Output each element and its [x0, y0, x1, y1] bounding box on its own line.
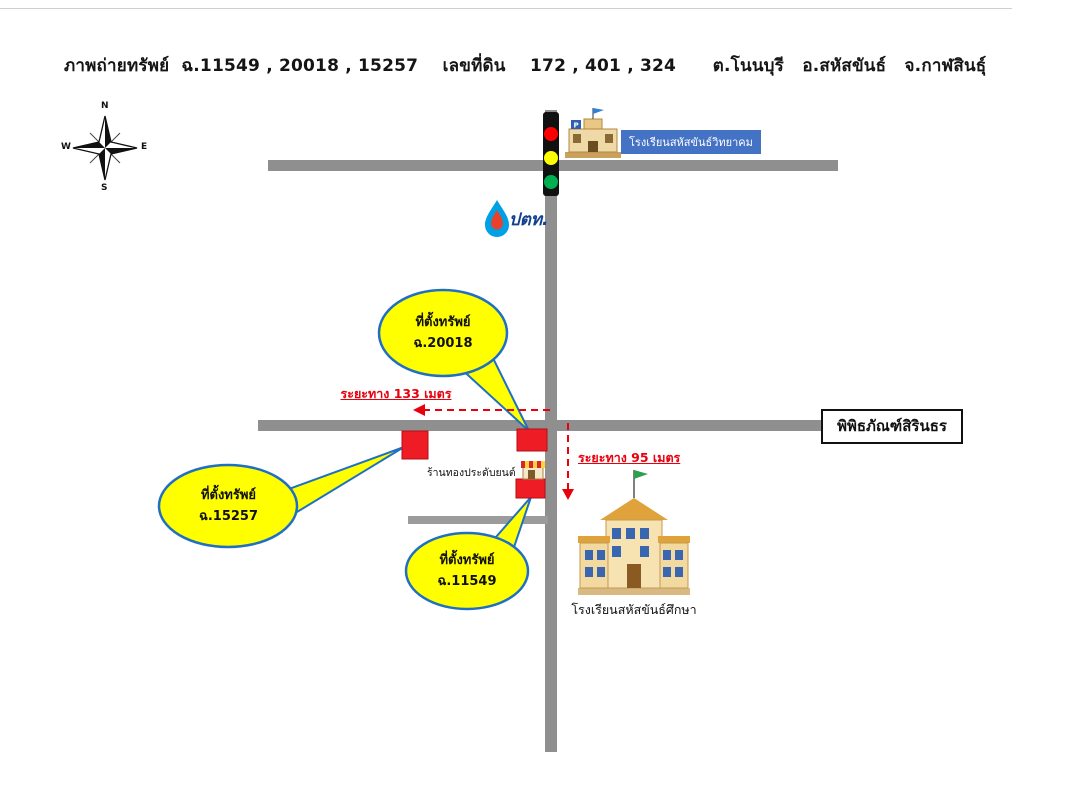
- callout-11549-bubble: [404, 496, 532, 611]
- callout-20018-bubble: [377, 288, 530, 432]
- school-bottom-icon: [578, 470, 690, 595]
- compass-e-label: E: [141, 142, 148, 152]
- school-top-label: โรงเรียนสหัสขันธ์วิทยาคม: [621, 130, 761, 154]
- traffic-light-icon: [543, 112, 559, 196]
- callout-15257-bubble: [157, 446, 405, 549]
- school-top-icon: P: [565, 108, 621, 158]
- property-marker-15257: [401, 430, 429, 460]
- road-side-short: [408, 516, 548, 524]
- callout-15257-line2: ฉ.15257: [198, 509, 259, 524]
- callout-20018-text: ที่ตั้งทรัพย์ ฉ.20018: [379, 312, 507, 354]
- school-bottom-label: โรงเรียนสหัสขันธ์ศึกษา: [571, 602, 697, 617]
- callout-15257-text: ที่ตั้งทรัพย์ ฉ.15257: [160, 485, 297, 527]
- compass-w-label: W: [61, 142, 71, 152]
- compass-icon: [72, 115, 138, 181]
- school-top-sign: P: [574, 122, 579, 130]
- callout-11549-text: ที่ตั้งทรัพย์ ฉ.11549: [407, 550, 527, 592]
- callout-15257-line1: ที่ตั้งทรัพย์: [200, 488, 257, 503]
- property-marker-20018: [516, 428, 548, 452]
- ptt-label: ปตท.: [509, 210, 549, 230]
- museum-label: พิพิธภัณฑ์สิรินธร: [837, 417, 947, 435]
- top-rule: [0, 8, 1012, 9]
- callout-11549-line2: ฉ.11549: [437, 574, 497, 589]
- road-middle-horizontal: [258, 420, 824, 431]
- compass-n-label: N: [101, 101, 109, 111]
- school-top-flag-icon: [593, 108, 604, 114]
- property-marker-11549: [515, 478, 546, 499]
- compass-s-label: S: [101, 183, 108, 193]
- distance-133-label: ระยะทาง 133 เมตร: [340, 386, 452, 401]
- callout-11549-line1: ที่ตั้งทรัพย์: [439, 553, 495, 568]
- callout-20018-line2: ฉ.20018: [413, 336, 473, 351]
- page-title: ภาพถ่ายทรัพย์ ฉ.11549 , 20018 , 15257 เล…: [64, 56, 987, 76]
- gold-shop-icon: [521, 461, 545, 480]
- distance-95-label: ระยะทาง 95 เมตร: [578, 450, 681, 465]
- school-bottom-flag-icon: [634, 470, 648, 479]
- distance-arrow-133: [413, 404, 550, 416]
- museum-box: [821, 409, 963, 444]
- gold-shop-label: ร้านทองประดับยนต์: [427, 467, 516, 479]
- ptt-logo-icon: [485, 200, 509, 237]
- distance-arrow-95: [562, 423, 574, 500]
- callout-20018-line1: ที่ตั้งทรัพย์: [415, 315, 471, 330]
